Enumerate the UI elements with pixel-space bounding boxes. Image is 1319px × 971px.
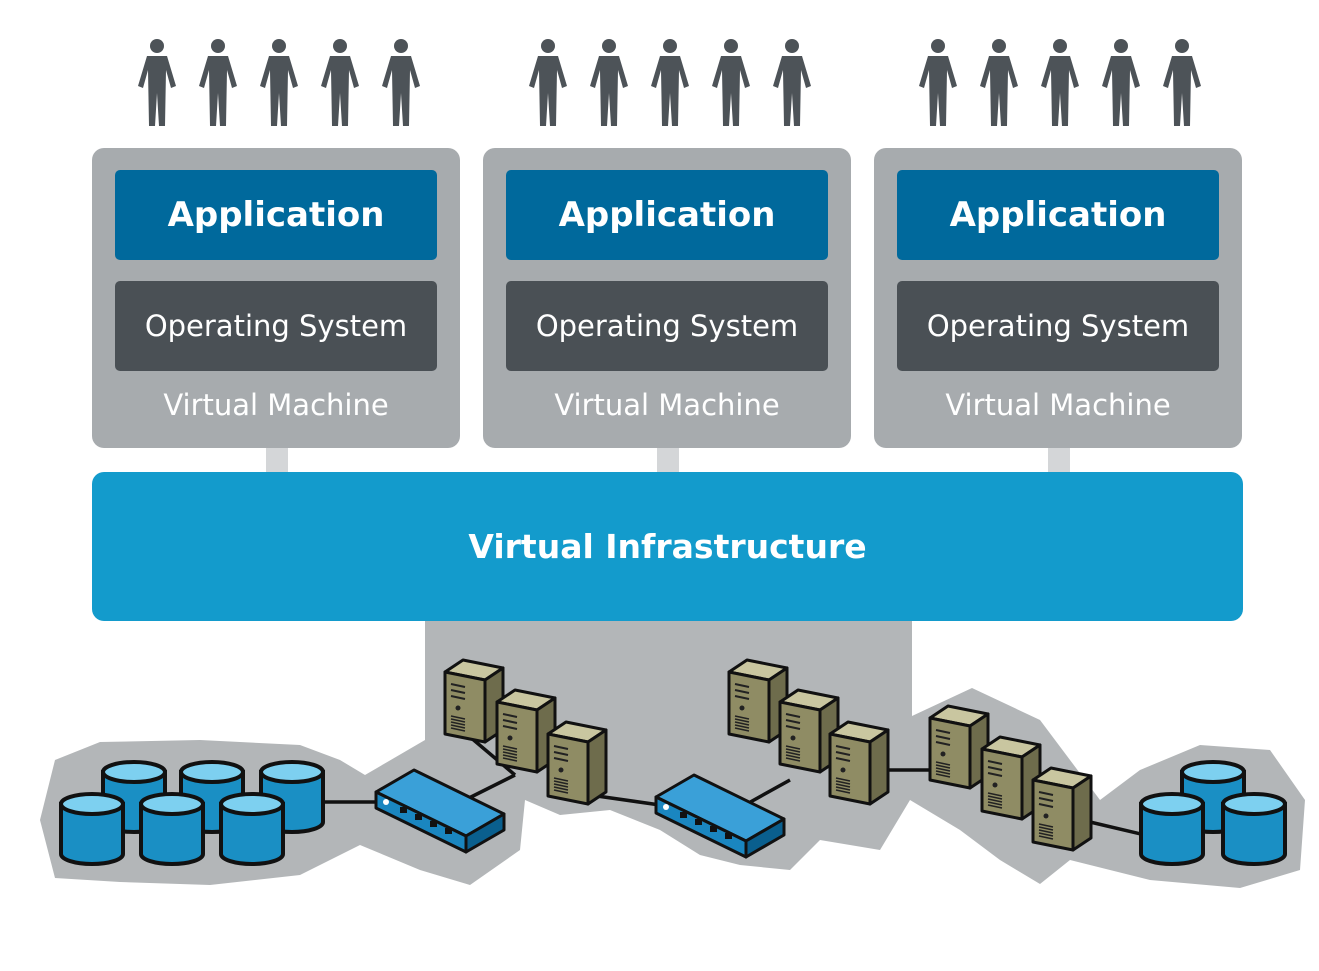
user-group-3 [917,38,1203,130]
virtual-machine-2: Application Operating System Virtual Mac… [483,148,851,448]
server-icon [928,704,990,790]
network-switch-icon [654,773,786,859]
server-icon [546,720,608,806]
virtual-machine-label: Virtual Machine [554,388,780,422]
person-icon [197,38,239,130]
person-icon [917,38,959,130]
user-group-2 [527,38,813,130]
network-switches [374,768,786,859]
person-icon [1039,38,1081,130]
storage-disk-icon [59,792,125,866]
storage-disk-icon [1221,792,1287,866]
server-icon [980,735,1042,821]
cable [1089,820,1146,837]
storage-disk-icon [139,792,205,866]
storage-disk-icon [1139,792,1205,866]
virtual-infrastructure: Virtual Infrastructure [92,472,1243,621]
virtual-machine-1: Application Operating System Virtual Mac… [92,148,460,448]
cable [744,778,791,807]
operating-system-layer: Operating System [897,281,1219,371]
vm-connector-2 [657,448,679,473]
virtual-machine-3: Application Operating System Virtual Mac… [874,148,1242,448]
person-icon [649,38,691,130]
person-icon [1161,38,1203,130]
person-icon [588,38,630,130]
user-group-1 [136,38,422,130]
hardware-backdrop [40,621,1305,888]
storage-disk-icon [219,792,285,866]
server-icon [828,720,890,806]
person-icon [136,38,178,130]
network-switch-icon [374,768,506,854]
cable [464,773,516,802]
application-layer: Application [897,170,1219,260]
person-icon [710,38,752,130]
virtual-machine-label: Virtual Machine [945,388,1171,422]
virtual-machine-label: Virtual Machine [163,388,389,422]
application-layer: Application [115,170,437,260]
person-icon [527,38,569,130]
server-icon [727,658,789,744]
server-icon [1031,766,1093,852]
server-icon [443,658,505,744]
servers [443,658,1093,852]
vm-connector-3 [1048,448,1070,473]
storage-arrays [59,760,1287,866]
person-icon [380,38,422,130]
person-icon [319,38,361,130]
person-icon [1100,38,1142,130]
operating-system-layer: Operating System [506,281,828,371]
vm-connector-1 [266,448,288,473]
application-layer: Application [506,170,828,260]
person-icon [771,38,813,130]
operating-system-layer: Operating System [115,281,437,371]
person-icon [978,38,1020,130]
person-icon [258,38,300,130]
server-icon [495,688,557,774]
